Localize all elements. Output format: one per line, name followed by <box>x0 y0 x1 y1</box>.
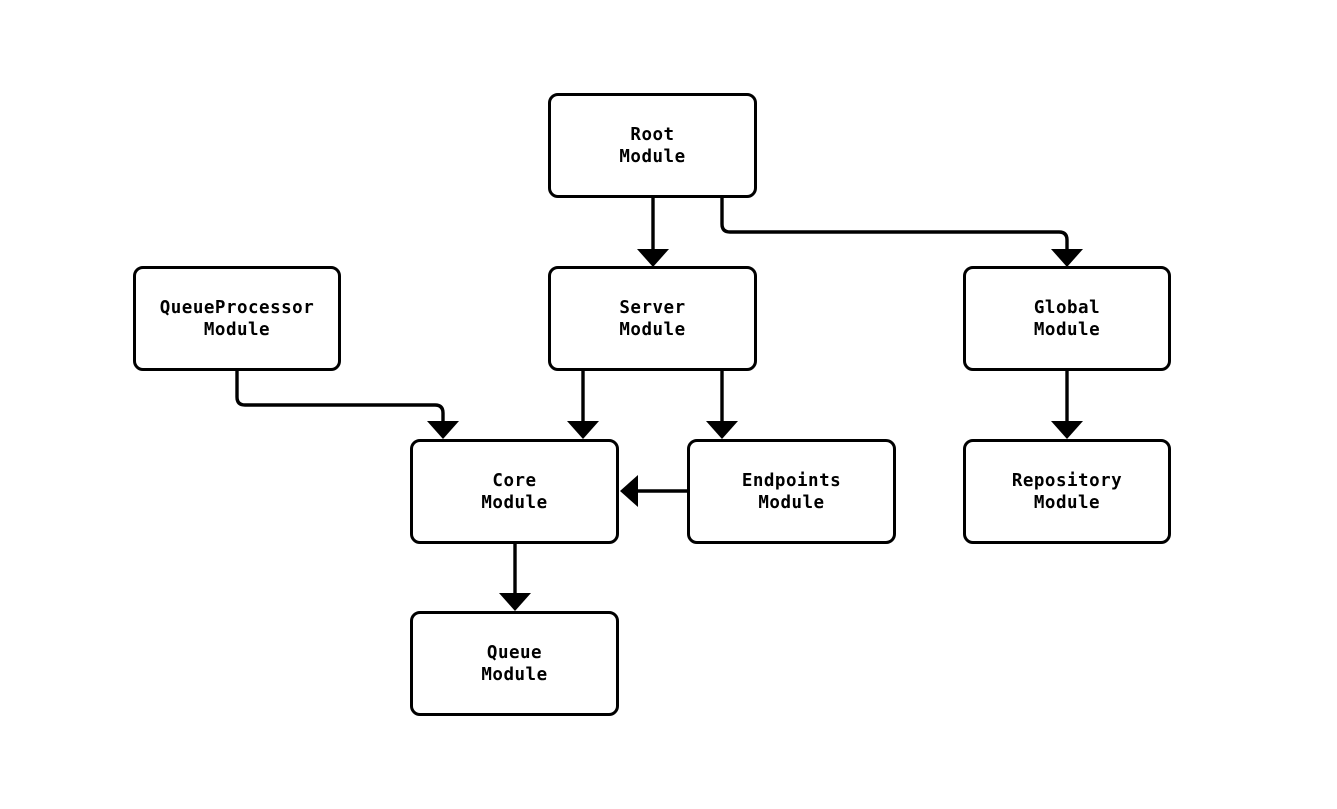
edge-endpoints-core <box>620 475 687 507</box>
edge-line <box>720 198 1069 250</box>
arrowhead-icon <box>567 421 599 439</box>
node-core-module: Core Module <box>410 439 619 544</box>
node-label: Global Module <box>1033 297 1101 340</box>
edge-server-core <box>567 371 599 439</box>
node-label: Repository Module <box>1011 470 1123 513</box>
edge-global-repository <box>1051 371 1083 439</box>
node-label: Queue Module <box>481 642 548 685</box>
edge-core-queue <box>499 544 531 611</box>
node-repository-module: Repository Module <box>963 439 1171 544</box>
node-label: Root Module <box>619 124 686 167</box>
arrowhead-icon <box>1051 249 1083 267</box>
node-label: Core Module <box>481 470 548 513</box>
arrowhead-icon <box>499 593 531 611</box>
arrowhead-icon <box>637 249 669 267</box>
arrowhead-icon <box>427 421 459 439</box>
edge-queueprocessor-core <box>235 371 459 439</box>
arrowhead-icon <box>620 475 638 507</box>
edge-root-global <box>720 198 1083 267</box>
node-root-module: Root Module <box>548 93 757 198</box>
arrowhead-icon <box>1051 421 1083 439</box>
arrowhead-icon <box>706 421 738 439</box>
node-server-module: Server Module <box>548 266 757 371</box>
edge-server-endpoints <box>706 371 738 439</box>
node-global-module: Global Module <box>963 266 1171 371</box>
node-label: Endpoints Module <box>741 470 842 513</box>
node-endpoints-module: Endpoints Module <box>687 439 896 544</box>
node-label: QueueProcessor Module <box>159 297 315 340</box>
node-label: Server Module <box>619 297 686 340</box>
edge-root-server <box>637 198 669 267</box>
node-queueprocessor-module: QueueProcessor Module <box>133 266 341 371</box>
edge-line <box>235 371 445 422</box>
node-queue-module: Queue Module <box>410 611 619 716</box>
